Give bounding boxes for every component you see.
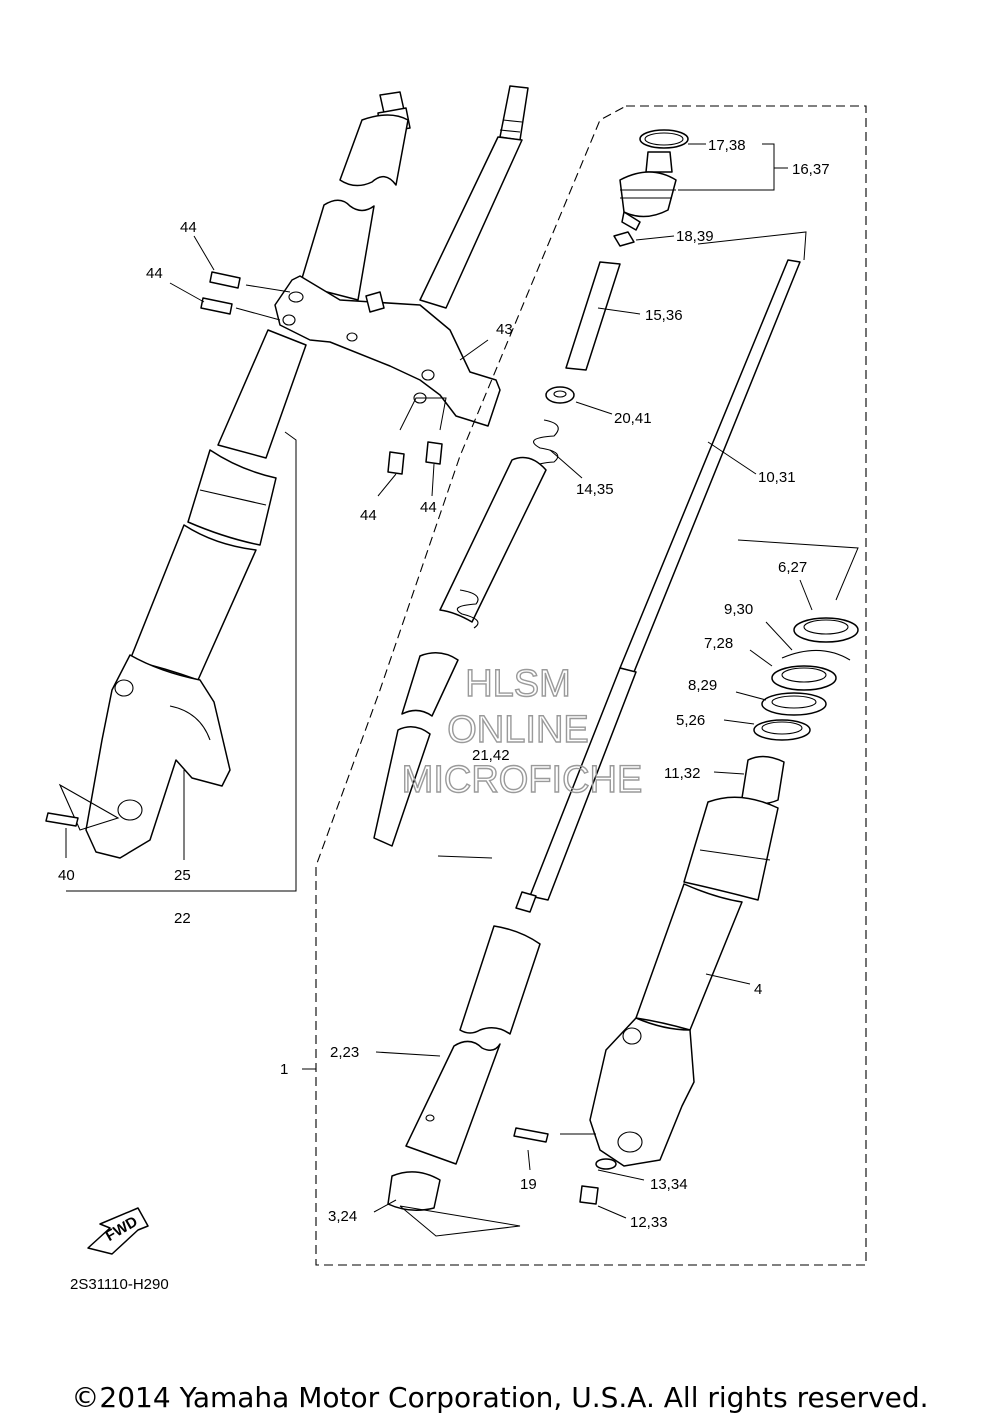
callout-7-28: 7,28 [704,635,733,652]
watermark-line-2: ONLINE [447,709,588,751]
callout-4: 4 [754,981,762,998]
callout-16-37: 16,37 [792,161,830,178]
callout-6-27: 6,27 [778,559,807,576]
watermark-line-3: MICROFICHE [402,759,643,801]
callout-43: 43 [496,321,513,338]
callout-15-36: 15,36 [645,307,683,324]
assembled-fork [45,85,529,892]
callout-22: 22 [174,910,191,927]
callout-10-31: 10,31 [758,469,796,486]
exploded-parts [302,105,867,1266]
callout-17-38: 17,38 [708,137,746,154]
callout-labels: 17,38 16,37 18,39 15,36 43 20,41 14,35 1… [58,137,830,1231]
callout-44-c: 44 [360,507,377,524]
callout-20-41: 20,41 [614,410,652,427]
callout-13-34: 13,34 [650,1176,688,1193]
callout-2-23: 2,23 [330,1044,359,1061]
callout-14-35: 14,35 [576,481,614,498]
callout-5-26: 5,26 [676,712,705,729]
callout-3-24: 3,24 [328,1208,357,1225]
callout-18-39: 18,39 [676,228,714,245]
copyright-notice: ©2014 Yamaha Motor Corporation, U.S.A. A… [71,1381,928,1414]
callout-44-a: 44 [180,219,197,236]
diagram-code: 2S31110-H290 [70,1276,169,1293]
callout-44-b: 44 [146,265,163,282]
watermark: HLSM ONLINE MICROFICHE [401,662,643,801]
callout-40: 40 [58,867,75,884]
callout-1: 1 [280,1061,288,1078]
callout-11-32: 11,32 [664,765,700,782]
callout-44-d: 44 [420,499,437,516]
callout-19: 19 [520,1176,537,1193]
watermark-line-1: HLSM [465,663,571,705]
callout-12-33: 12,33 [630,1214,668,1231]
callout-9-30: 9,30 [724,601,753,618]
callout-25: 25 [174,867,191,884]
callout-8-29: 8,29 [688,677,717,694]
fwd-arrow-icon [87,1207,149,1255]
callout-21-42: 21,42 [472,747,510,764]
